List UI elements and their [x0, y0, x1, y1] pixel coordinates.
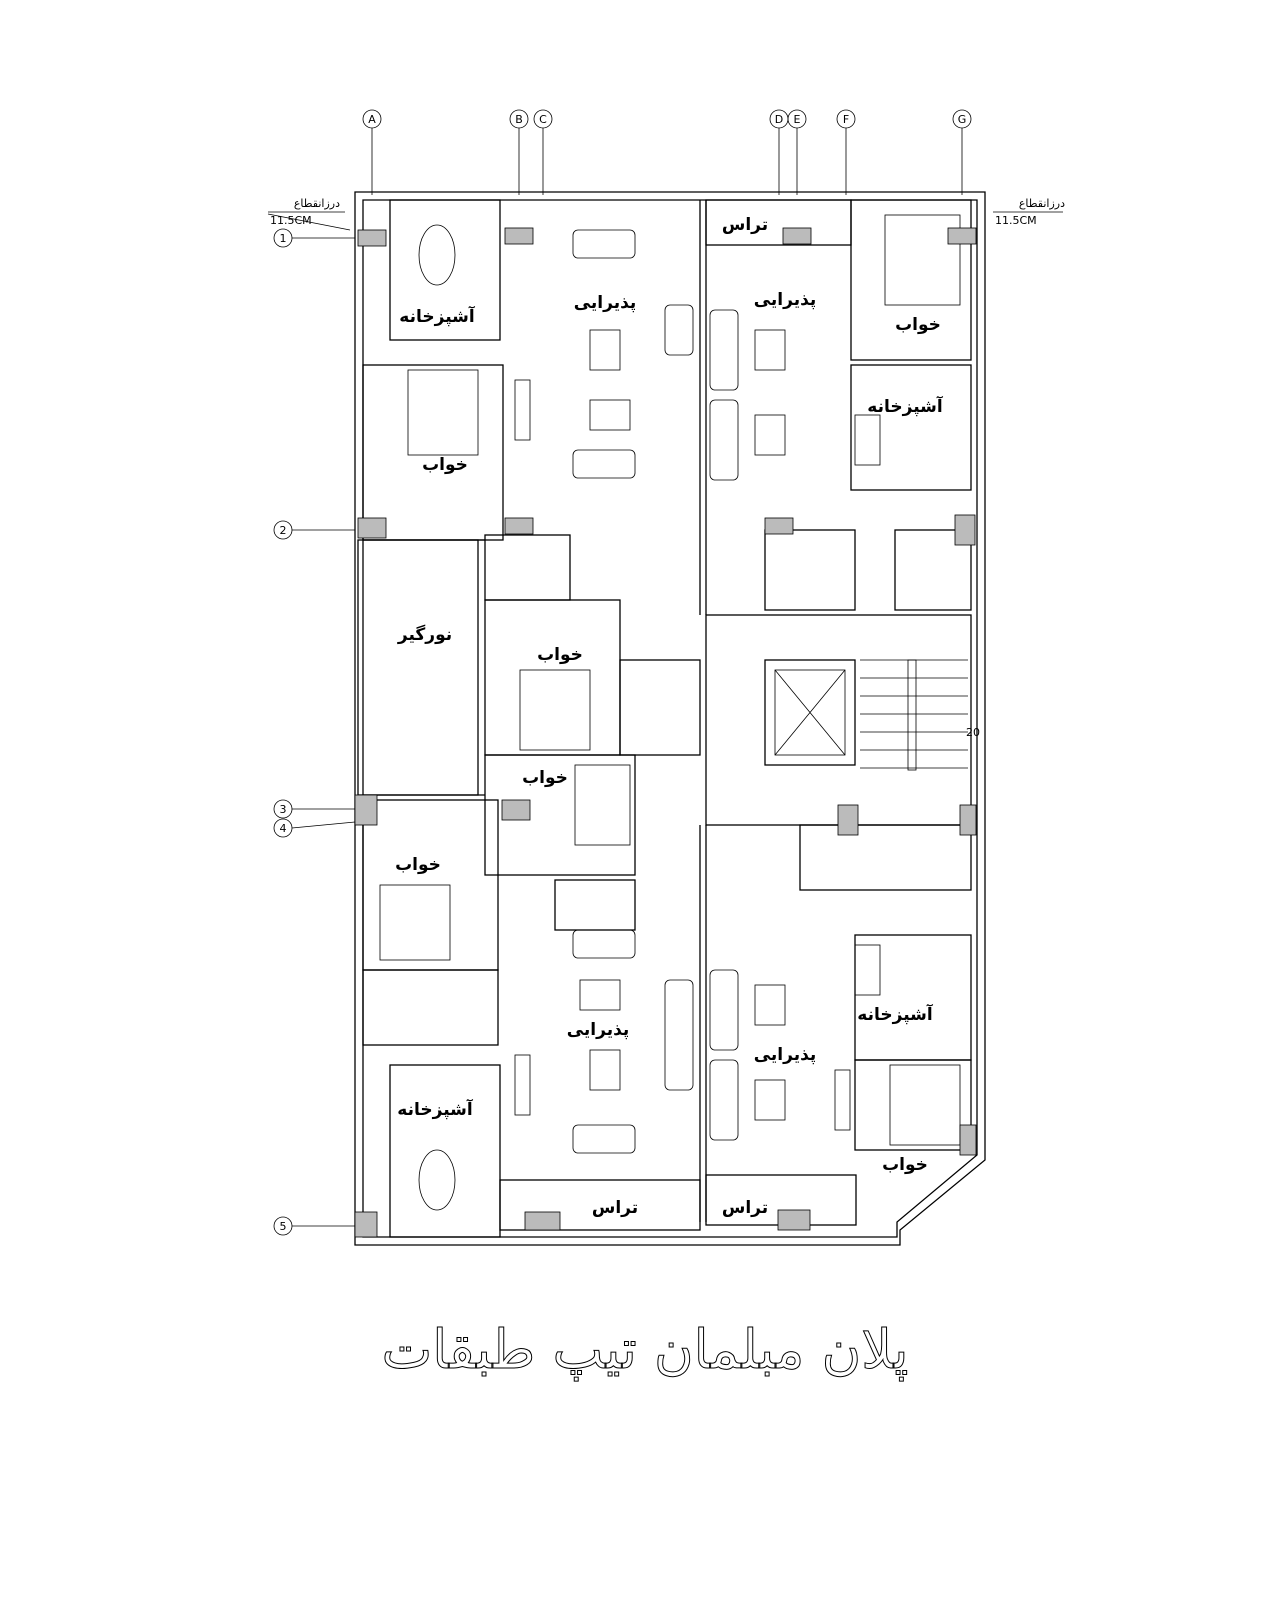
label-living-4: پذیرایی [754, 1045, 817, 1065]
svg-text:1: 1 [280, 232, 287, 245]
axis-5: 5 [273, 1216, 355, 1236]
lightwell [357, 539, 479, 796]
label-kitchen-4: آشپزخانه [397, 1098, 474, 1120]
axis-3: 3 [273, 799, 355, 819]
axis-c: C [533, 109, 553, 195]
label-bedroom-3: خواب [537, 645, 583, 665]
svg-text:11.5CM: 11.5CM [995, 214, 1037, 227]
svg-text:5: 5 [280, 1220, 287, 1233]
label-kitchen-1: آشپزخانه [399, 305, 476, 327]
svg-text:4: 4 [280, 822, 287, 835]
label-kitchen-2: آشپزخانه [867, 395, 944, 417]
label-living-2: پذیرایی [754, 290, 817, 310]
axis-4: 4 [273, 818, 356, 838]
label-kitchen-3: آشپزخانه [857, 1003, 934, 1025]
svg-text:11.5CM: 11.5CM [270, 214, 312, 227]
svg-text:C: C [539, 113, 547, 126]
column-axes: A B C D E F G [362, 109, 972, 195]
furniture [379, 214, 961, 1211]
label-bedroom-5: خواب [395, 855, 441, 875]
svg-text:E: E [794, 113, 801, 126]
svg-text:A: A [368, 113, 376, 126]
axis-2: 2 [273, 520, 355, 540]
label-lightwell: نورگیر [397, 624, 452, 645]
axis-g: G [952, 109, 972, 195]
svg-text:B: B [515, 113, 523, 126]
svg-text:G: G [958, 113, 967, 126]
svg-text:D: D [775, 113, 783, 126]
row-axes: 1 2 3 4 5 [273, 228, 356, 1236]
label-bedroom-2: خواب [422, 455, 468, 475]
svg-text:درزانقطاع: درزانقطاع [294, 197, 340, 210]
svg-text:3: 3 [280, 803, 287, 816]
building-outline [354, 191, 986, 1246]
stair-dimension: 20 [966, 726, 980, 739]
joint-label-right: درزانقطاع 11.5CM [993, 197, 1065, 227]
structural-columns [354, 227, 977, 1238]
joint-label-left: درزانقطاع 11.5CM [267, 197, 351, 231]
label-living-3: پذیرایی [567, 1020, 630, 1040]
label-bedroom-1: خواب [895, 315, 941, 335]
label-terrace-2: تراس [592, 1198, 638, 1218]
label-terrace-1: تراس [722, 215, 768, 235]
label-living-1: پذیرایی [574, 293, 637, 313]
stair [860, 659, 968, 771]
axis-b: B [509, 109, 529, 195]
plan-title: پلان مبلمان تیپ طبقات [381, 1318, 908, 1382]
label-terrace-3: تراس [722, 1198, 768, 1218]
svg-text:2: 2 [280, 524, 287, 537]
axis-a: A [362, 109, 382, 195]
label-bedroom-4: خواب [522, 768, 568, 788]
svg-text:F: F [843, 113, 849, 126]
label-bedroom-6: خواب [882, 1155, 928, 1175]
axis-d: D [769, 109, 789, 195]
elevator [764, 659, 856, 766]
axis-e: E [787, 109, 807, 195]
axis-f: F [836, 109, 856, 195]
axis-1: 1 [273, 228, 355, 248]
svg-text:درزانقطاع: درزانقطاع [1019, 197, 1065, 210]
